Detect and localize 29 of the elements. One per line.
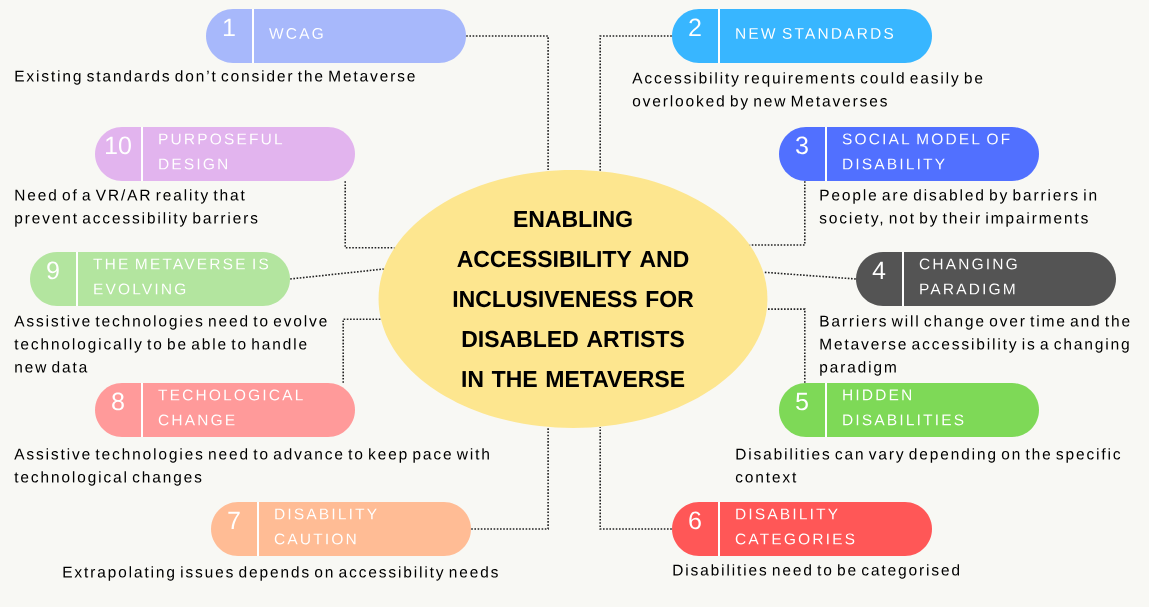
pill-box: 3 SOCIAL MODEL OF DISABILITY <box>779 126 1039 182</box>
dotted-connector <box>465 35 549 172</box>
dotted-connector <box>762 271 857 280</box>
description-text: Assistive technologies need to evolve technologically to be able to handle new data <box>14 315 327 373</box>
dotted-connector <box>599 35 673 172</box>
pill-box: 5 HIDDEN DISABILITIES <box>779 382 1039 438</box>
dotted-connector <box>289 268 385 280</box>
pill-box: 10 PURPOSEFUL DESIGN <box>95 126 355 182</box>
description-text: Accessibility requirements could easily be overlooked by new Metaverses <box>632 72 983 110</box>
pill-box: 8 TECHOLOGICAL CHANGE <box>95 382 355 438</box>
pill-box: 4 CHANGING PARADIGM <box>856 251 1116 307</box>
description-text: Need of a VR/AR reality that prevent accessibility barriers <box>15 189 258 227</box>
pill-box: 9 THE METAVERSE IS EVOLVING <box>30 251 290 307</box>
description-text: Assistive technologies need to advance to keep pace with technological changes <box>14 448 489 486</box>
dotted-connector <box>766 308 806 384</box>
dotted-connector <box>749 180 806 246</box>
description-text: Extrapolating issues depends on accessibility needs <box>63 566 498 581</box>
description-text: People are disabled by barriers in society, not by their impairments <box>819 189 1097 227</box>
description-text: Barriers will change over time and the Metaverse accessibility is a changing paradigm <box>820 315 1130 376</box>
pill-box: 7 DISABILITY CAUTION <box>211 501 471 557</box>
description-text: Existing standards don’t consider the Metaverse <box>15 70 415 85</box>
description-text: Disabilities can vary depending on the specific context <box>735 448 1121 483</box>
dotted-connector <box>470 426 549 530</box>
pill-box: 2 NEW STANDARDS <box>672 8 932 64</box>
dotted-connector <box>342 318 382 384</box>
description-text: Disabilities need to be categorised <box>673 564 960 579</box>
dotted-connector <box>599 426 673 530</box>
pill-box: 6 DISABILITY CATEGORIES <box>672 501 932 557</box>
pill-box: 1 WCAG <box>206 8 466 64</box>
